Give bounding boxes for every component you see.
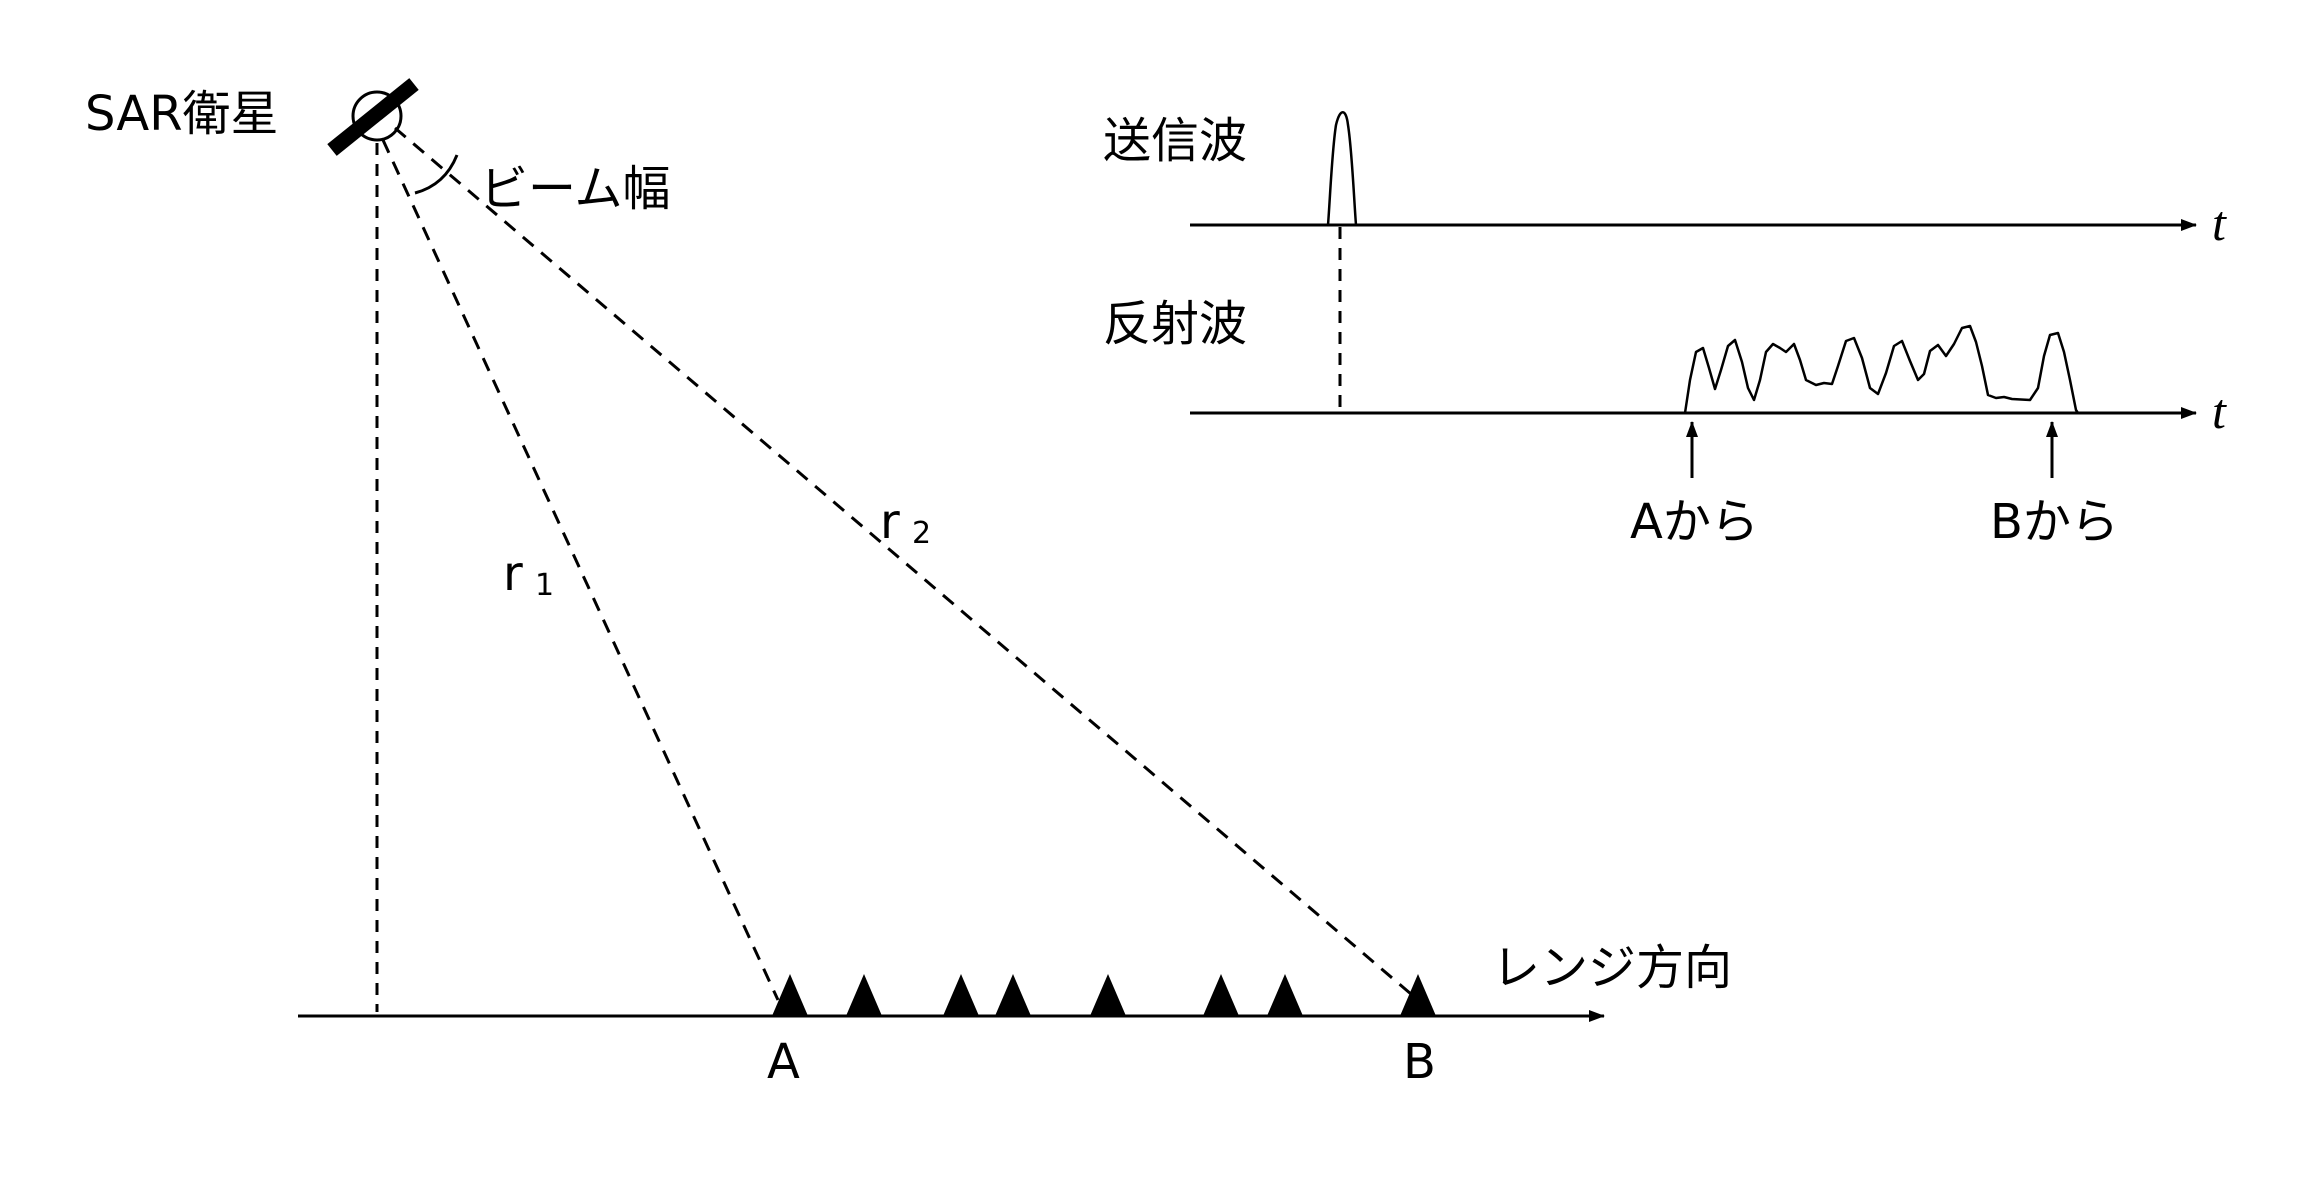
target	[943, 974, 979, 1016]
satellite-icon	[327, 78, 419, 156]
target	[1090, 974, 1126, 1016]
range-direction-label: レンジ方向	[1492, 940, 1732, 996]
transmit-pulse	[1326, 111, 1358, 226]
from-a-label: Aから	[1630, 494, 1759, 550]
satellite-label: SAR衛星	[85, 86, 279, 142]
r1-label: r 1	[503, 546, 554, 603]
ground-targets	[772, 974, 1436, 1016]
reflected-wave-label: 反射波	[1103, 296, 1247, 352]
target	[846, 974, 882, 1016]
r1-letter: r	[503, 546, 523, 602]
beam-width-label: ビーム幅	[480, 161, 671, 217]
target-a	[772, 974, 808, 1016]
transmit-wave-label: 送信波	[1103, 113, 1247, 169]
target	[1267, 974, 1303, 1016]
target	[1203, 974, 1239, 1016]
from-b-label: Bから	[1990, 494, 2119, 550]
reflected-time-label: t	[2212, 383, 2227, 439]
range-line-r1	[381, 139, 780, 1001]
beam-width-arc	[414, 154, 459, 195]
transmit-time-label: t	[2212, 195, 2227, 251]
r1-index: 1	[535, 568, 554, 603]
r2-letter: r	[880, 494, 900, 550]
target-b	[1400, 974, 1436, 1016]
reflected-echo-waveform	[1683, 324, 2080, 414]
target	[995, 974, 1031, 1016]
point-b-label: B	[1403, 1034, 1436, 1090]
range-line-r2	[394, 126, 1419, 1002]
r2-index: 2	[912, 516, 931, 551]
point-a-label: A	[767, 1034, 800, 1090]
r2-label: r 2	[880, 494, 931, 551]
